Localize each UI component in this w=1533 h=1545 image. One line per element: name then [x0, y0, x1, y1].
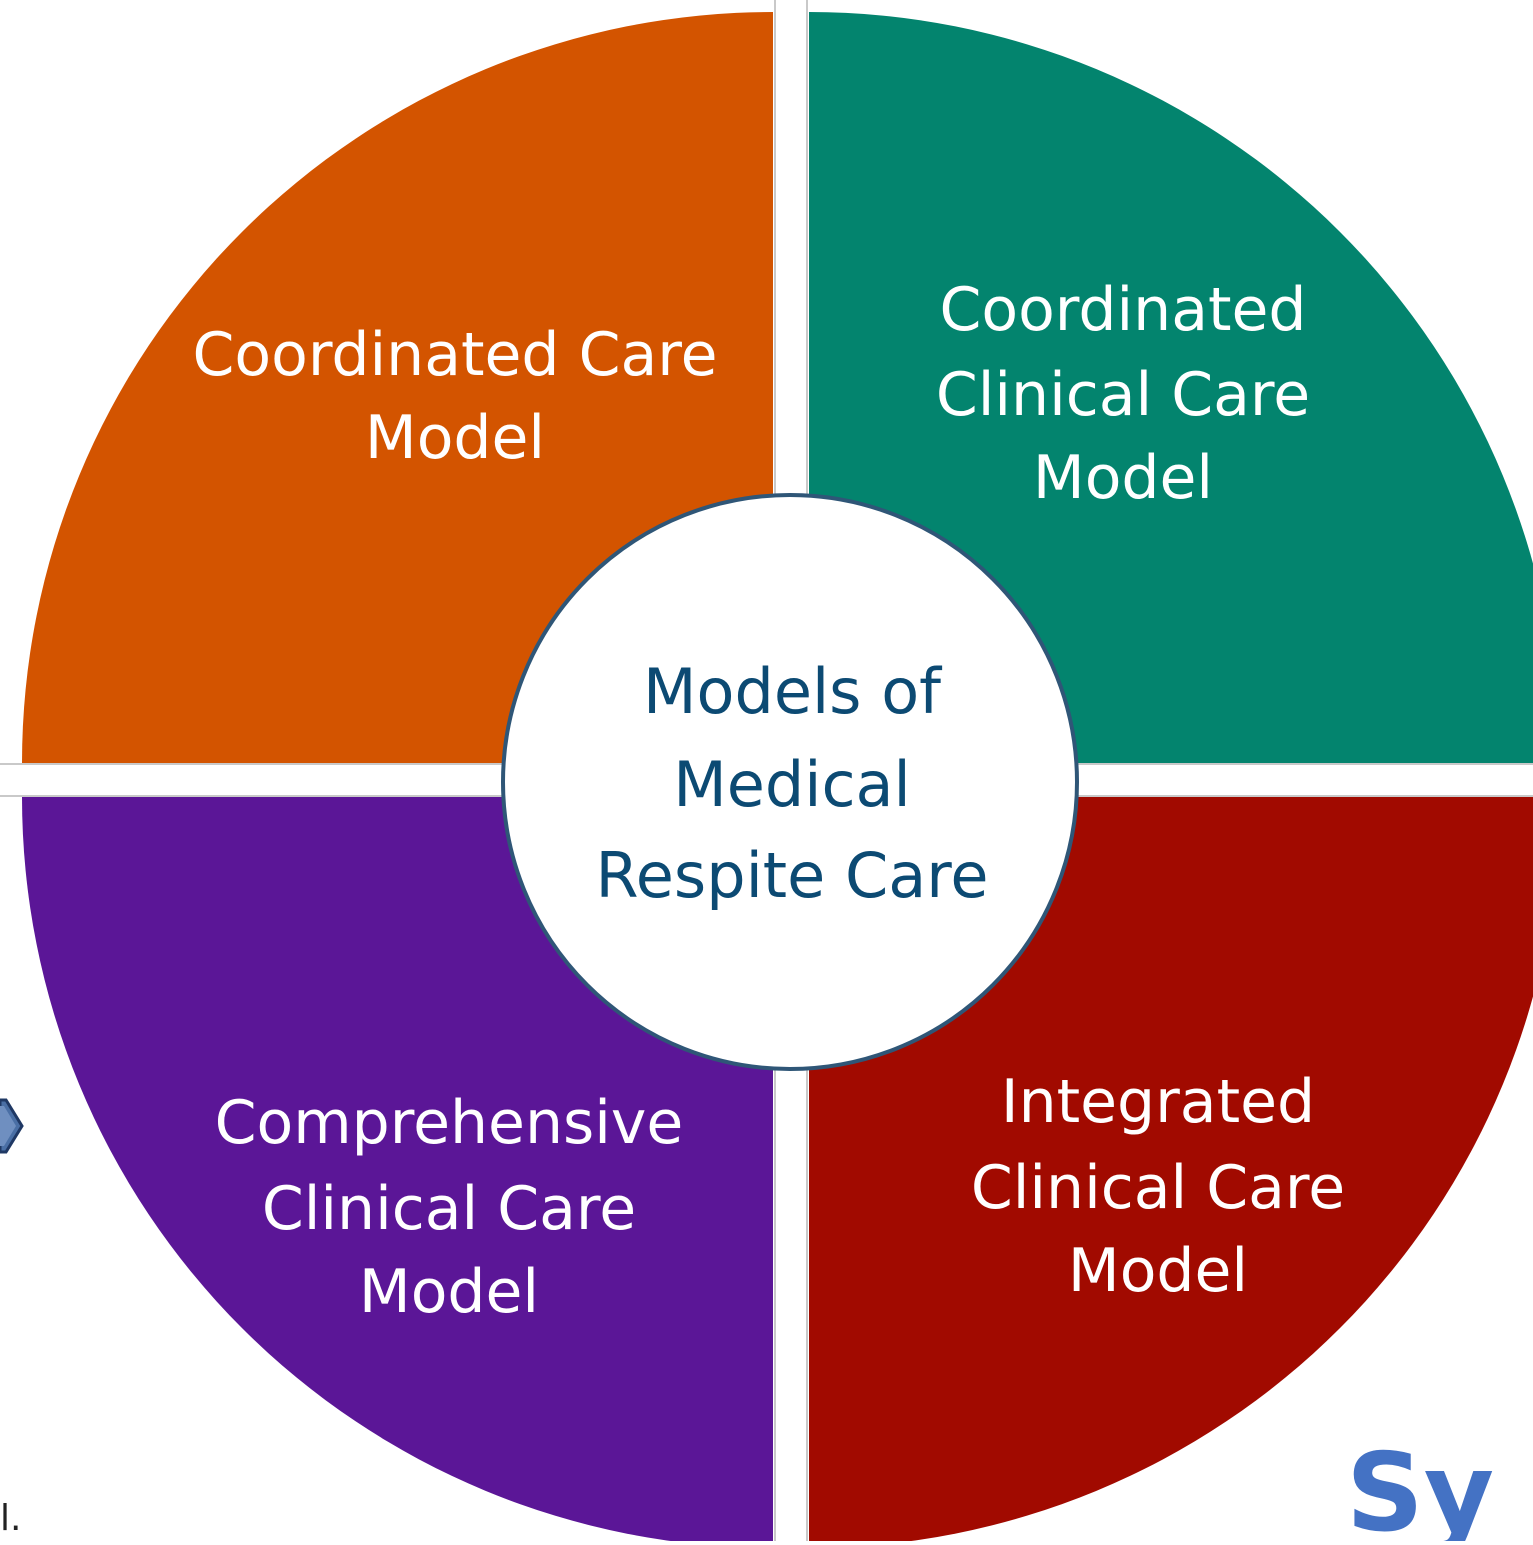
quadrant-top-left: [22, 12, 773, 763]
center-circle: [501, 493, 1079, 1071]
coordinated-clinical-label-line2: Clinical Care: [936, 360, 1310, 430]
coordinated-care-label-line2: Model: [365, 403, 545, 473]
bottom-left-text-fragment: l.: [0, 1498, 21, 1539]
chevron-right-icon: [0, 1098, 24, 1154]
center-title-line2: Medical: [673, 748, 911, 821]
brand-text-fragment: Sy: [1346, 1431, 1494, 1541]
integrated-clinical-label-line3: Model: [1068, 1236, 1248, 1306]
coordinated-clinical-label-line1: Coordinated: [939, 275, 1306, 345]
comprehensive-clinical-label-line3: Model: [359, 1257, 539, 1327]
integrated-clinical-label-line2: Clinical Care: [971, 1153, 1345, 1223]
coordinated-clinical-label-line3: Model: [1033, 443, 1213, 513]
coordinated-care-label-line1: Coordinated Care: [193, 320, 718, 390]
center-title-line1: Models of: [643, 655, 943, 728]
comprehensive-clinical-label-line2: Clinical Care: [262, 1174, 636, 1244]
center-title-line3: Respite Care: [595, 839, 988, 912]
integrated-clinical-label-line1: Integrated: [1001, 1067, 1315, 1137]
comprehensive-clinical-label-line1: Comprehensive: [215, 1088, 684, 1158]
